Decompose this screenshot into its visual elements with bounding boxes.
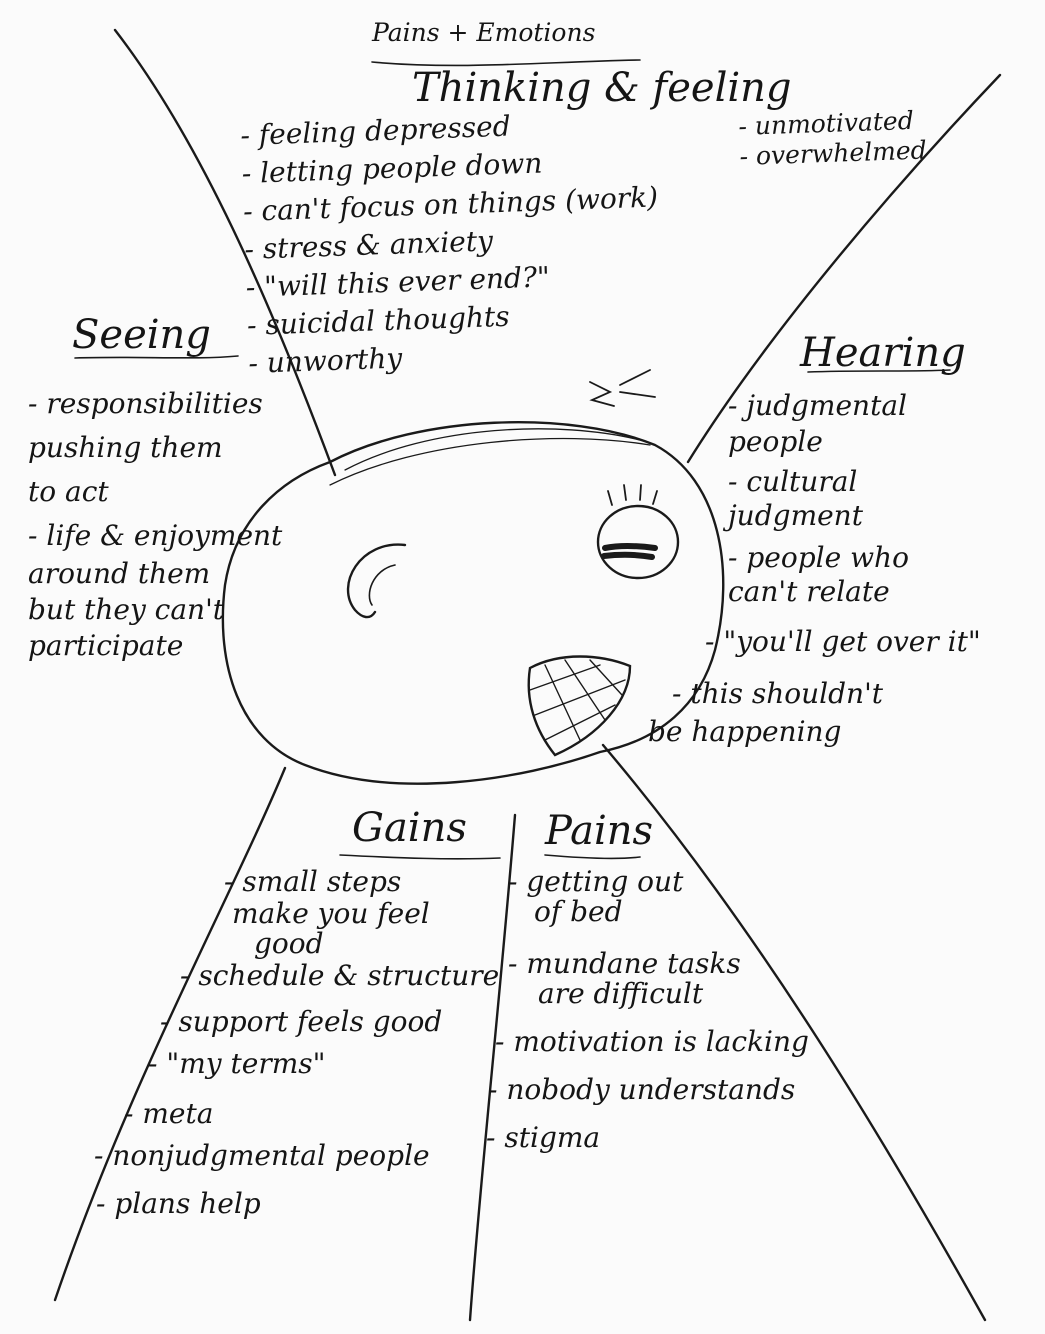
hearing-underline (807, 369, 951, 373)
divider-line-bottom-right (601, 743, 987, 1322)
seeing-underline (74, 355, 239, 359)
seeing-item: to act (28, 475, 109, 508)
gains-item: - meta (124, 1097, 214, 1130)
pains-underline (544, 854, 641, 860)
seeing-item: - responsibilities (28, 387, 263, 420)
thinking-side-list: - unmotivated - overwhelmed (738, 105, 927, 171)
hearing-item: be happening (648, 715, 842, 748)
hearing-list: - judgmental people - cultural judgment … (728, 392, 909, 616)
pains-item: - getting out (508, 865, 684, 898)
pains-item: - nobody understands (488, 1073, 796, 1106)
ear-icon (346, 543, 407, 619)
ear-inner (368, 564, 396, 606)
gains-underline (339, 854, 501, 860)
pains-item: - mundane tasks (508, 947, 741, 980)
seeing-title: Seeing (72, 312, 211, 358)
gains-list: - small steps make you feel good (224, 868, 430, 964)
seeing-item: participate (28, 629, 184, 662)
hearing-item: judgment (728, 499, 863, 532)
gains-item: - schedule & structure (180, 959, 500, 992)
gains-item: good (254, 927, 324, 960)
divider-line-top-left (113, 28, 337, 477)
header-top-line: Pains + Emotions (372, 18, 596, 47)
pains-item: are difficult (538, 977, 704, 1010)
pains-list: - getting out of bed - mundane tasks are… (508, 868, 741, 1030)
hair-stroke (329, 437, 651, 486)
hearing-item: - judgmental (728, 389, 907, 422)
thinking-feeling-list: - feeling depressed - letting people dow… (240, 108, 664, 388)
hearing-item: - "you'll get over it" (705, 625, 981, 658)
pains-item: of bed (534, 895, 623, 928)
seeing-item: but they can't (28, 593, 225, 626)
gains-item: - small steps (224, 865, 402, 898)
gains-item: - "my terms" (148, 1047, 326, 1080)
hearing-title: Hearing (800, 330, 966, 376)
gains-item: - plans help (96, 1187, 261, 1220)
divider-line-center (468, 813, 517, 1322)
seeing-item: - life & enjoyment (28, 519, 283, 552)
pupil (601, 543, 658, 560)
gains-item: make you feel (232, 897, 430, 930)
hearing-item: can't relate (728, 575, 890, 608)
seeing-item: pushing them (28, 431, 223, 464)
eye-icon (596, 504, 680, 580)
pains-item: - motivation is lacking (495, 1025, 809, 1058)
thinking-underline (371, 59, 641, 67)
seeing-item: around them (28, 557, 211, 590)
hearing-item: - this shouldn't (672, 677, 884, 710)
hearing-item: people (728, 425, 823, 458)
thinking-feeling-title: Thinking & feeling (412, 65, 792, 111)
scribble-mark (589, 369, 656, 407)
gains-item: - support feels good (160, 1005, 443, 1038)
hearing-item: - people who (728, 541, 909, 574)
gains-title: Gains (352, 805, 467, 851)
hair-stroke-2 (344, 428, 641, 471)
gains-item: - nonjudgmental people (94, 1139, 430, 1172)
hearing-item: - cultural (728, 465, 858, 498)
eyelashes (607, 484, 658, 506)
mouth-grid (529, 659, 626, 741)
divider-line-top-right (686, 73, 1002, 464)
seeing-list: - responsibilities pushing them to act -… (28, 390, 282, 668)
mouth-icon (527, 655, 632, 757)
divider-line-bottom-left (53, 766, 287, 1302)
head-outline (221, 421, 725, 785)
pains-title: Pains (545, 808, 654, 854)
character-head (221, 369, 725, 785)
pains-item: - stigma (486, 1121, 601, 1154)
